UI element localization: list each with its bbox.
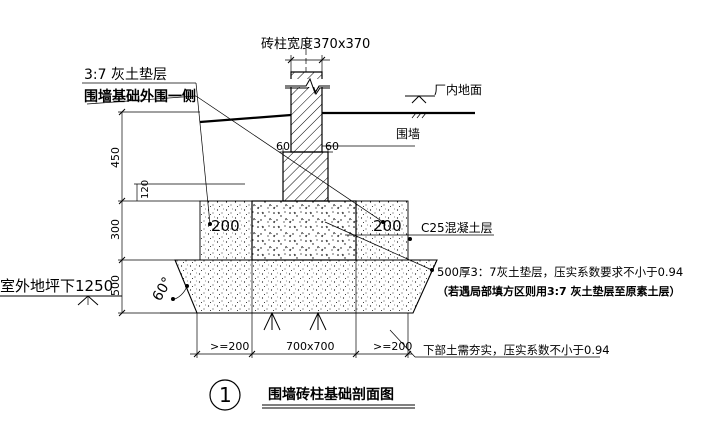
drawing-title: 围墙砖柱基础剖面图: [268, 386, 394, 403]
dim-bottom-mid: 700x700: [286, 340, 335, 353]
fence-wall-label: 围墙: [396, 127, 420, 141]
concrete-footing: [251, 200, 357, 261]
dim-bottom-left: >=200: [210, 340, 249, 353]
lime-soil-side-right: [355, 200, 409, 261]
subsoil-note: 下部土需夯实，压实系数不小于0.94: [423, 343, 610, 357]
dim-200-left: 200: [211, 217, 240, 235]
concrete-layer-label: C25混凝土层: [421, 220, 493, 235]
dim-bottom-right: >=200: [373, 340, 412, 353]
dim-120: 120: [140, 180, 151, 199]
dim-60-right: 60: [325, 140, 339, 153]
detail-number-circle: [209, 379, 241, 411]
cushion-note-line-2: （若遇局部填方区则用3:7 灰土垫层至原素土层）: [437, 284, 681, 298]
dim-60-left: 60: [276, 140, 290, 153]
indoor-ground-label: 厂内地面: [434, 83, 482, 97]
detail-number: 1: [219, 383, 232, 407]
wall-foundation-side-label: 围墙基础外围一侧: [84, 88, 196, 105]
cushion-note-line-1: 500厚3：7灰土垫层，压实系数要求不小于0.94: [437, 265, 683, 279]
dim-450: 450: [109, 147, 122, 168]
dim-300: 300: [109, 219, 122, 240]
lime-soil-cushion-label: 3:7 灰土垫层: [84, 67, 167, 83]
column-width-label: 砖柱宽度370x370: [261, 36, 370, 52]
outdoor-level-label: 室外地坪下1250: [0, 277, 113, 295]
ground-line: [199, 113, 292, 124]
dim-500: 500: [109, 275, 122, 296]
dim-200-right: 200: [373, 217, 402, 235]
lime-soil-cushion-layer: [174, 259, 438, 314]
break-mark: [285, 80, 330, 96]
